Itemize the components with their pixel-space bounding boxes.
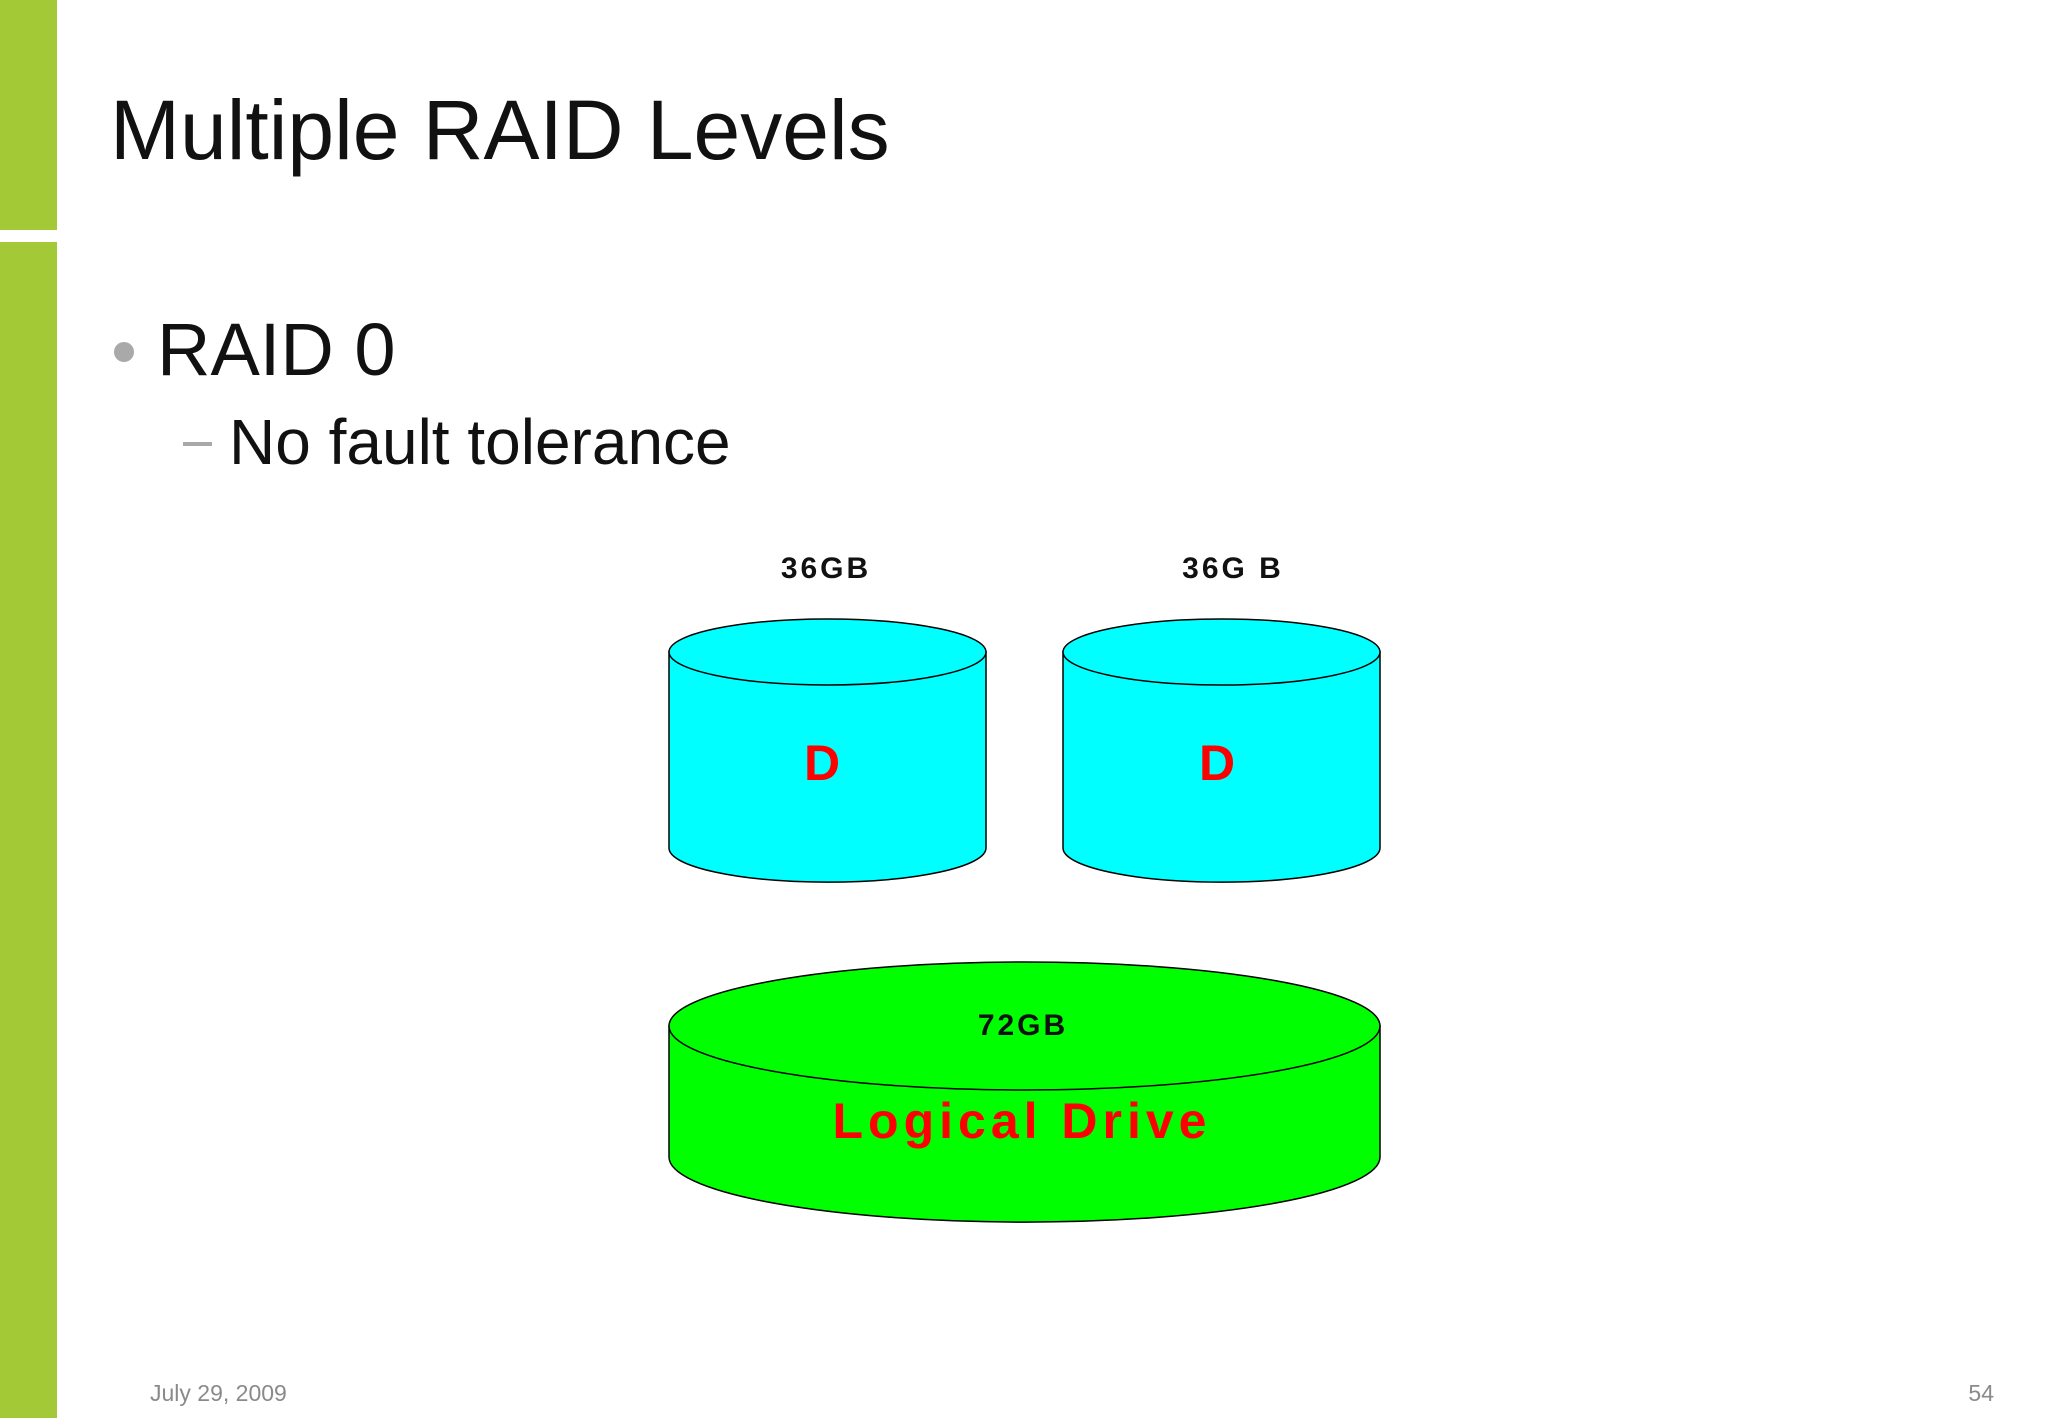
sub-bullet-no-fault-tolerance: No fault tolerance [229, 406, 731, 478]
disk-2-cylinder [1062, 618, 1381, 883]
logical-drive-size-label: 72GB [978, 1009, 1068, 1042]
footer-page-number: 54 [1968, 1380, 1994, 1406]
sub-bullet-dash-icon [183, 442, 212, 446]
bullet-raid-0: RAID 0 [157, 308, 396, 391]
disk-1-size-label: 36GB [781, 552, 871, 585]
disk-2-letter: D [1199, 735, 1235, 791]
logical-drive-cylinder [668, 961, 1381, 1223]
logical-drive-label: Logical Drive [833, 1093, 1212, 1149]
bullet-dot-icon [114, 342, 134, 362]
accent-bar-side [0, 242, 57, 1418]
slide-title: Multiple RAID Levels [110, 83, 890, 177]
footer-date: July 29, 2009 [150, 1380, 287, 1406]
disk-2-size-label: 36G B [1182, 552, 1284, 585]
disk-1-letter: D [804, 735, 840, 791]
disk-1-cylinder [668, 618, 987, 883]
accent-bar-top [0, 0, 57, 230]
